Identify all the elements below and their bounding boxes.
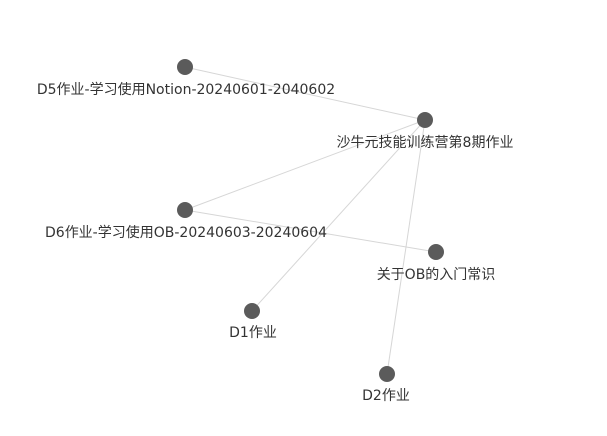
nodes-layer: 沙牛元技能训练营第8期作业 D5作业-学习使用Notion-20240601-20… [37,59,514,404]
node-dot-d2[interactable] [379,366,395,382]
graph-node-d2[interactable]: D2作业 [362,366,410,404]
graph-node-d6[interactable]: D6作业-学习使用OB-20240603-20240604 [45,202,327,241]
node-dot-ob[interactable] [428,244,444,260]
edge-d5-center [184,66,426,121]
edge-d1-center [251,119,426,312]
node-dot-d1[interactable] [244,303,260,319]
graph-node-ob[interactable]: 关于OB的入门常识 [377,244,496,283]
graph-node-center[interactable]: 沙牛元技能训练营第8期作业 [337,112,514,151]
edge-d6-ob [184,209,437,253]
graph-node-d1[interactable]: D1作业 [229,303,277,341]
node-label-d2[interactable]: D2作业 [362,388,410,404]
node-label-d6[interactable]: D6作业-学习使用OB-20240603-20240604 [45,224,327,241]
node-label-center[interactable]: 沙牛元技能训练营第8期作业 [337,134,514,151]
node-dot-center[interactable] [417,112,433,128]
graph-node-d5[interactable]: D5作业-学习使用Notion-20240601-2040602 [37,59,335,98]
node-dot-d5[interactable] [177,59,193,75]
node-label-d5[interactable]: D5作业-学习使用Notion-20240601-2040602 [37,81,335,98]
edge-d6-center [184,119,426,211]
node-label-d1[interactable]: D1作业 [229,325,277,341]
edges-layer [184,66,437,375]
node-label-ob[interactable]: 关于OB的入门常识 [377,267,496,283]
node-dot-d6[interactable] [177,202,193,218]
